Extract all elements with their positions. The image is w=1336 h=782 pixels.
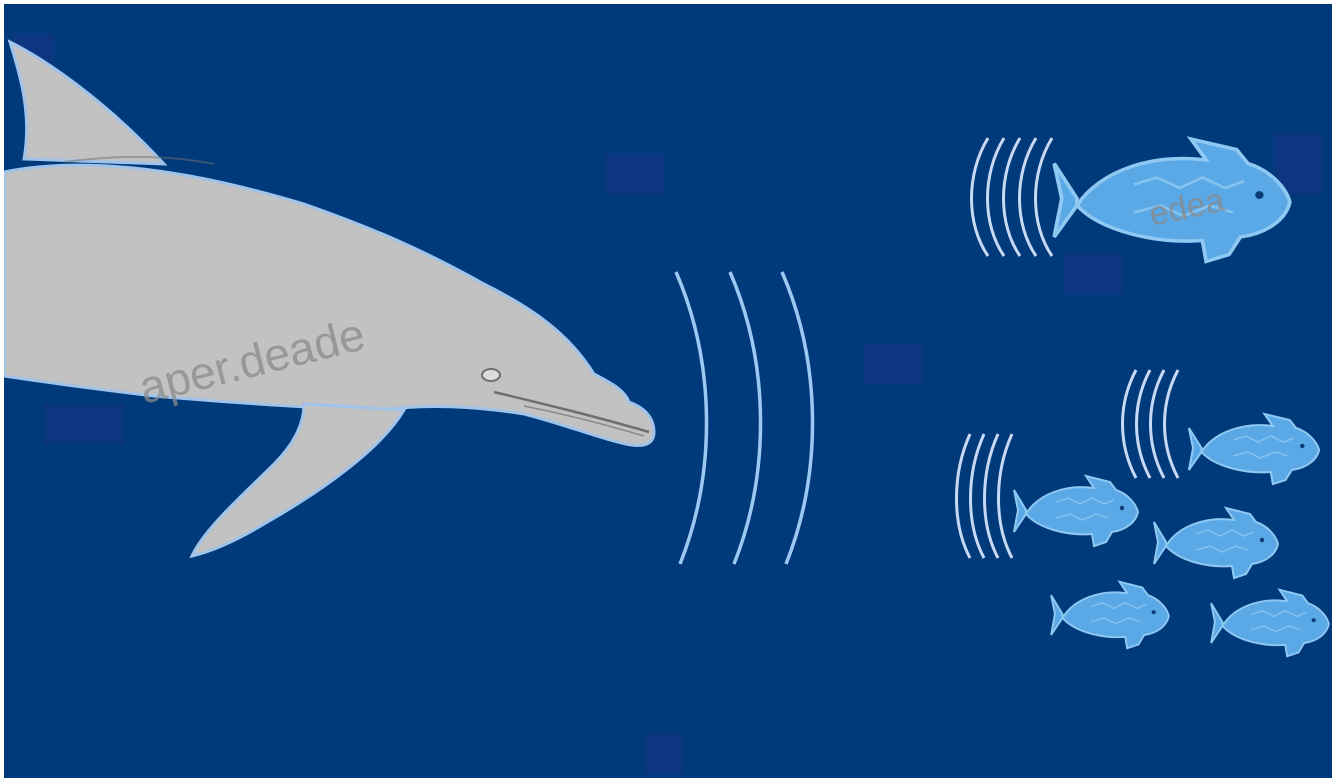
echolocation-diagram: aper.deade xyxy=(4,4,1332,778)
dolphin-eye xyxy=(482,369,500,381)
diagram-canvas: aper.deade xyxy=(4,4,1332,778)
